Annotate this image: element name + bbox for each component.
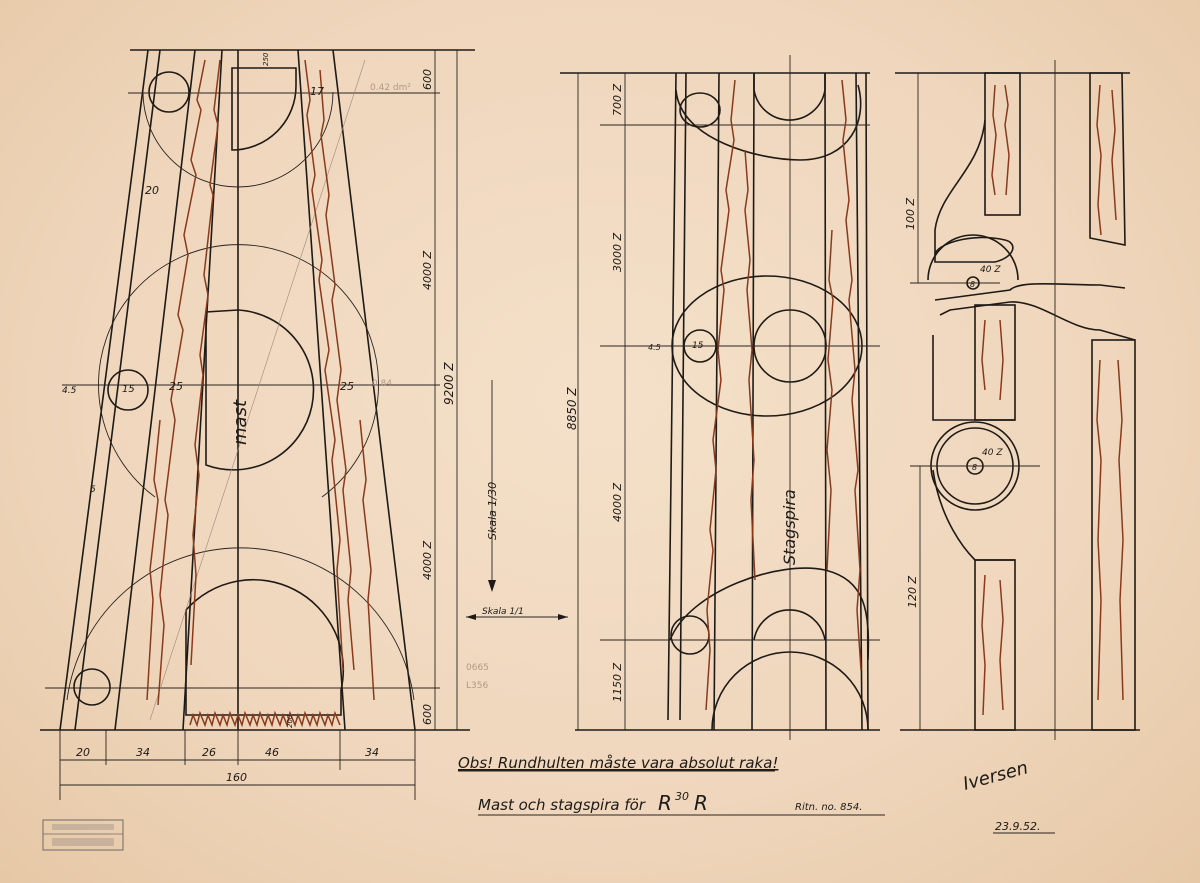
dim-15: 15 [692,341,704,351]
bottom-dim-26: 26 [202,746,216,759]
date: 23.9.52. [995,820,1040,833]
dim-8850-total: 8850 Z [565,387,579,430]
dim-4000-lower: 4000 Z [421,541,434,580]
scale-horizontal-label: Skala 1/1 [482,607,524,617]
dim-4000-upper: 4000 Z [421,251,434,290]
dim-20: 20 [145,184,159,197]
dim-9200-total: 9200 Z [442,362,456,405]
dim-1150: 1150 Z [611,663,624,702]
dim-25-left: 25 [169,380,183,393]
class-suffix: R [694,791,708,815]
dim-600-top: 600 [421,69,434,90]
scale-vertical-label: Skala 1/30 [486,482,499,540]
signature: Iversen [961,757,1030,794]
dim-4-5: 4.5 [648,343,661,352]
bottom-dim-46: 46 [265,746,279,759]
dim-4-5: 4.5 [62,386,77,396]
warning-note: Obs! Rundhulten måste vara absolut raka! [458,754,778,772]
bottom-dim-34a: 34 [136,746,150,759]
bottom-dim-20: 20 [76,746,90,759]
pencil-note-l356: L356 [466,681,488,691]
bottom-dim-34b: 34 [365,746,379,759]
dia-lower: 40 Z [982,448,1003,458]
bottom-total-160: 160 [226,771,247,784]
mast-view: mast 600 4000 Z 4000 Z 600 9200 Z 250 17… [40,49,489,800]
pencil-note-084: 0.84 [372,379,392,389]
dim-25-right: 25 [340,380,354,393]
class-prefix: R [658,791,672,815]
drawing-title: Mast och stagspira för [478,796,646,814]
mast-label: mast [230,399,251,445]
stagspira-view: Stagspira 700 Z 3000 Z 4000 Z 1150 Z 885… [560,55,880,740]
class-number: 30 [675,790,689,803]
dim-120: 120 Z [906,576,919,608]
bolt-lower: 8 [972,463,977,472]
fitting-detail-view: 100 Z 120 Z 40 Z 40 Z 8 8 [895,60,1140,740]
pencil-note-area: 0.42 dm² [370,83,411,93]
dim-5: 5 [90,485,96,495]
title-block: Obs! Rundhulten måste vara absolut raka!… [458,754,1055,834]
dim-15: 15 [122,384,135,395]
dim-17: 17 [310,85,324,98]
scale-indicators: Skala 1/30 Skala 1/1 [466,380,568,620]
dim-100: 100 Z [904,198,917,230]
dim-700: 700 Z [611,84,624,116]
dim-600-bottom: 600 [421,704,434,725]
stagspira-label: Stagspira [780,489,799,565]
dim-200: 200 [286,714,294,728]
dim-3000: 3000 Z [611,233,624,272]
bolt-upper: 8 [970,280,975,289]
dia-upper: 40 Z [980,265,1001,275]
museum-stamp [42,819,124,851]
pencil-note-0665: 0665 [466,663,489,673]
dim-250: 250 [262,52,270,66]
dim-4000: 4000 Z [611,483,624,522]
drawing-number: Ritn. no. 854. [795,802,862,813]
